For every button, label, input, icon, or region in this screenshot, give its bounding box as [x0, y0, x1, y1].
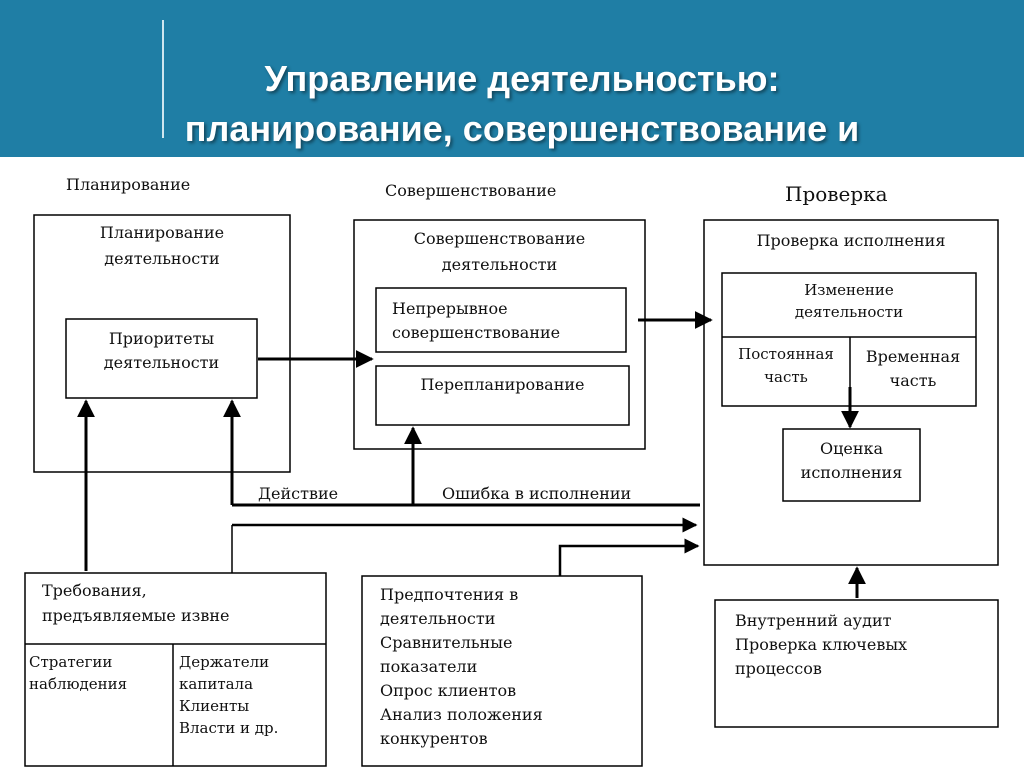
priorities-box [65, 318, 258, 399]
replanning-box [375, 365, 630, 426]
check-box-title: Проверка исполнения [756, 231, 946, 250]
continuous-improvement-label-2: совершенствование [392, 323, 561, 342]
evaluation-label-1: Оценка [819, 439, 884, 458]
priorities-label-1: Приоритеты [108, 329, 215, 348]
replanning-label: Перепланирование [420, 375, 585, 394]
evaluation-label-2: исполнения [800, 463, 903, 482]
check-box [703, 219, 999, 566]
continuous-improvement-box [375, 287, 627, 353]
stakeholders-line-3: Клиенты [179, 697, 250, 715]
requirements-box [24, 572, 327, 767]
header-divider [162, 20, 164, 138]
audit-box [714, 599, 999, 728]
process-diagram: Планирование Планирование деятельности П… [0, 157, 1024, 767]
stakeholders-line-4: Власти и др. [179, 719, 279, 737]
change-label-2: деятельности [794, 303, 904, 321]
preferences-line-6: Анализ положения [380, 705, 543, 724]
action-label: Действие [258, 484, 339, 503]
stakeholders-line-1: Держатели [179, 653, 270, 671]
permanent-part-label-1: Постоянная [738, 345, 834, 363]
improvement-box-title-1: Совершенствование [413, 229, 586, 248]
audit-line-2: Проверка ключевых [735, 635, 908, 654]
change-label-1: Изменение [804, 281, 894, 299]
stakeholders-line-2: капитала [179, 675, 254, 693]
check-section-label: Проверка [785, 182, 888, 206]
continuous-improvement-label-1: Непрерывное [392, 299, 508, 318]
planning-section-label: Планирование [66, 175, 191, 194]
preferences-line-5: Опрос клиентов [380, 681, 517, 700]
slide-header: Управление деятельностью: планирование, … [0, 0, 1024, 157]
audit-line-1: Внутренний аудит [735, 611, 892, 630]
preferences-box [361, 575, 643, 767]
temporary-part-label-2: часть [889, 371, 937, 390]
strategies-label-1: Стратегии [29, 653, 113, 671]
execution-error-label: Ошибка в исполнении [442, 484, 632, 503]
preferences-line-3: Сравнительные [380, 633, 513, 652]
improvement-box [353, 219, 646, 450]
temporary-part-label-1: Временная [865, 347, 961, 366]
permanent-part-label-2: часть [764, 368, 808, 386]
priorities-label-2: деятельности [103, 353, 220, 372]
planning-box-title-2: деятельности [104, 249, 220, 268]
audit-line-3: процессов [735, 659, 822, 678]
improvement-section-label: Совершенствование [385, 181, 557, 200]
preferences-line-2: деятельности [380, 609, 496, 628]
improvement-box-title-2: деятельности [441, 255, 558, 274]
preferences-line-4: показатели [380, 657, 478, 676]
planning-box-title-1: Планирование [99, 223, 225, 242]
evaluation-box [782, 428, 921, 502]
requirements-title-1: Требования, [42, 581, 147, 600]
requirements-title-2: предъявляемые извне [42, 606, 230, 625]
planning-box [33, 214, 291, 473]
slide-title-line-1: Управление деятельностью: [264, 58, 780, 99]
slide-title-line-2: планирование, совершенствование и [184, 108, 860, 149]
diagram-lines [24, 214, 999, 767]
preferences-line-1: Предпочтения в [380, 585, 519, 604]
strategies-label-2: наблюдения [29, 675, 128, 693]
preferences-line-7: конкурентов [380, 729, 488, 748]
